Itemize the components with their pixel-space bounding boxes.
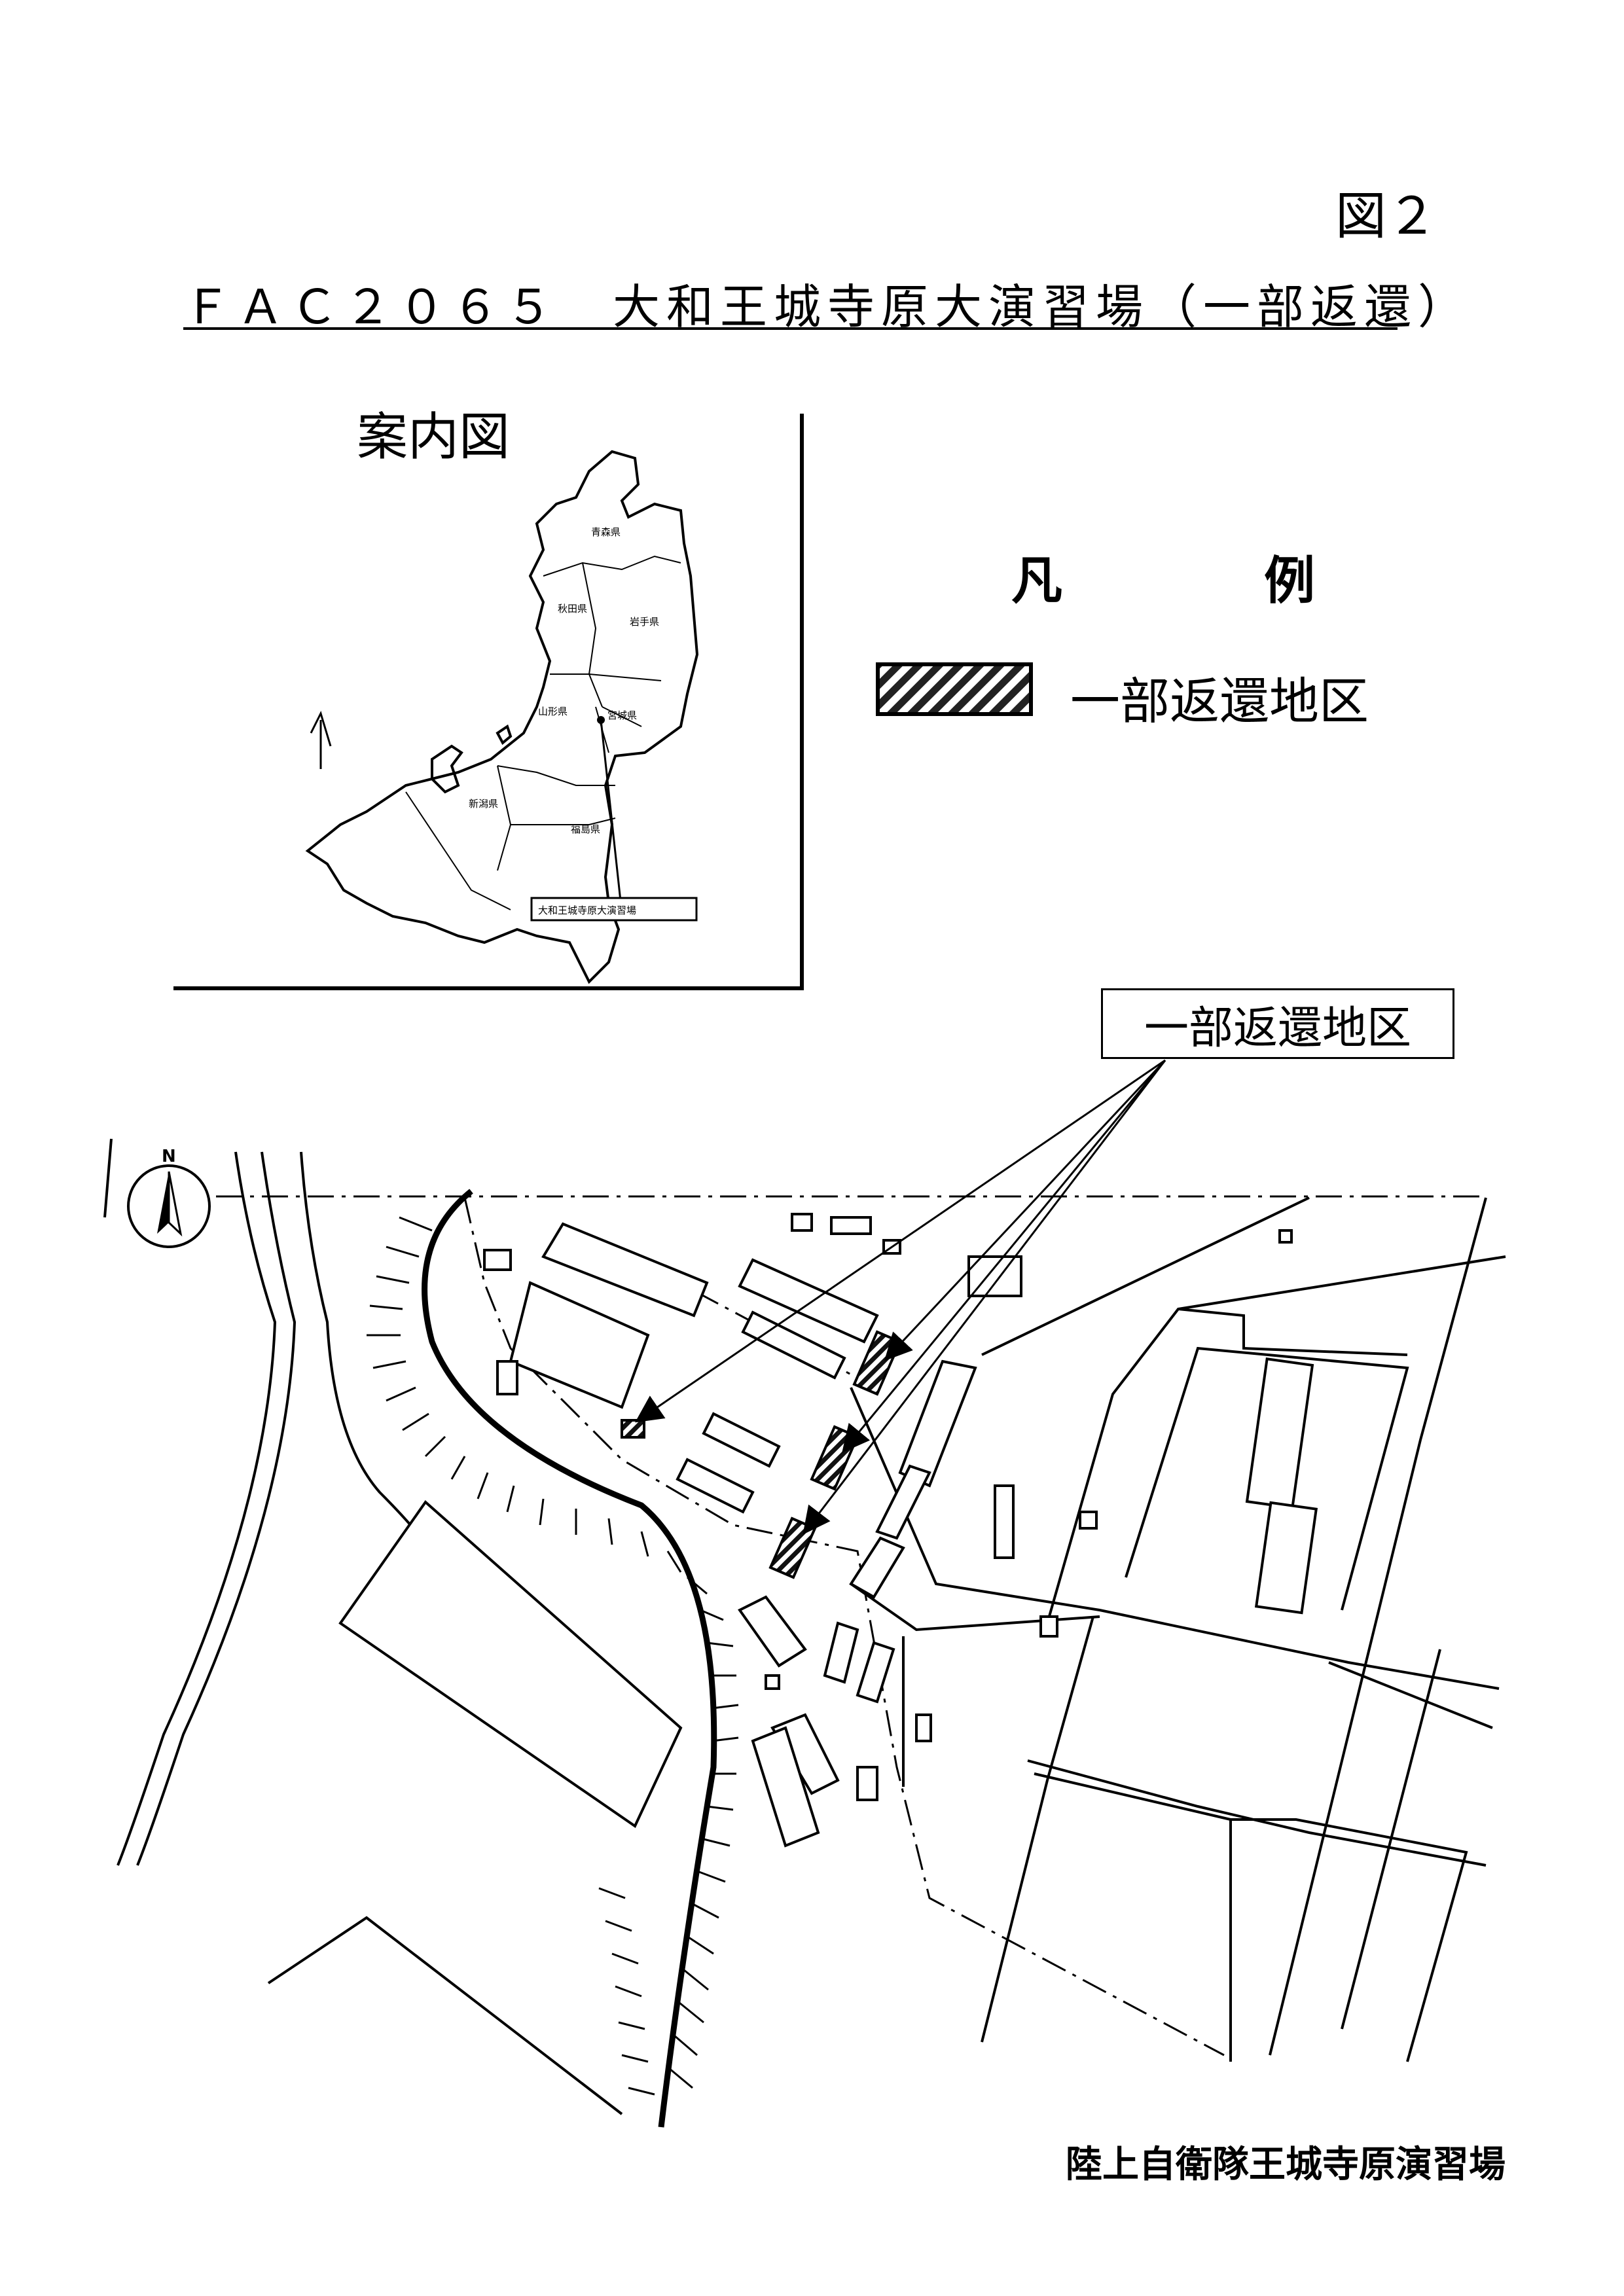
buildings-central xyxy=(738,1359,977,1848)
grid-roads-east xyxy=(850,1196,1506,2062)
pref-label-aomori: 青森県 xyxy=(591,526,621,538)
pref-label-fukushima: 福島県 xyxy=(571,823,600,835)
legend-label: 一部返還地区 xyxy=(1070,672,1369,730)
inset-north-arrowhead xyxy=(310,710,332,747)
north-arrow: N xyxy=(127,1147,211,1248)
buildings-east xyxy=(994,1229,1318,1638)
buildings-north xyxy=(483,1213,1022,1514)
footer-caption: 陸上自衛隊王城寺原演習場 xyxy=(1066,2144,1506,2186)
north-label: N xyxy=(162,1147,176,1166)
callout-box: 一部返還地区 xyxy=(1101,988,1454,1059)
legend-hatch-swatch xyxy=(876,662,1033,716)
pref-label-miyagi: 宮城県 xyxy=(607,709,637,721)
return-area-1 xyxy=(621,1419,645,1439)
west-roads xyxy=(103,1138,446,1866)
figure-number: 図２ xyxy=(1335,187,1438,246)
site-label-box xyxy=(530,897,698,922)
title-underline xyxy=(183,327,1398,330)
main-road xyxy=(422,1189,717,2128)
pref-label-akita: 秋田県 xyxy=(558,603,587,615)
sado-island xyxy=(431,744,463,794)
pref-label-yamagata: 山形県 xyxy=(538,706,568,717)
inset-title: 案内図 xyxy=(357,408,511,467)
site-label: 大和王城寺原大演習場 xyxy=(538,905,636,916)
field-block-sw xyxy=(338,1500,683,1828)
page-title: ＦＡＣ２０６５ 大和王城寺原大演習場（一部返還） xyxy=(183,279,1472,334)
legend-title: 凡 例 xyxy=(1011,551,1391,611)
pref-label-iwate: 岩手県 xyxy=(630,616,659,628)
awashima-island xyxy=(496,724,513,745)
embankment-hatching xyxy=(367,1216,739,2096)
callout-label: 一部返還地区 xyxy=(1144,1002,1411,1054)
callout-leaders xyxy=(635,1059,1166,1535)
site-pointer xyxy=(600,719,623,914)
field-lines-sw xyxy=(267,1916,623,2115)
tohoku-outline xyxy=(305,450,699,984)
return-area-3 xyxy=(810,1425,859,1491)
pref-label-niigata: 新潟県 xyxy=(469,798,498,810)
